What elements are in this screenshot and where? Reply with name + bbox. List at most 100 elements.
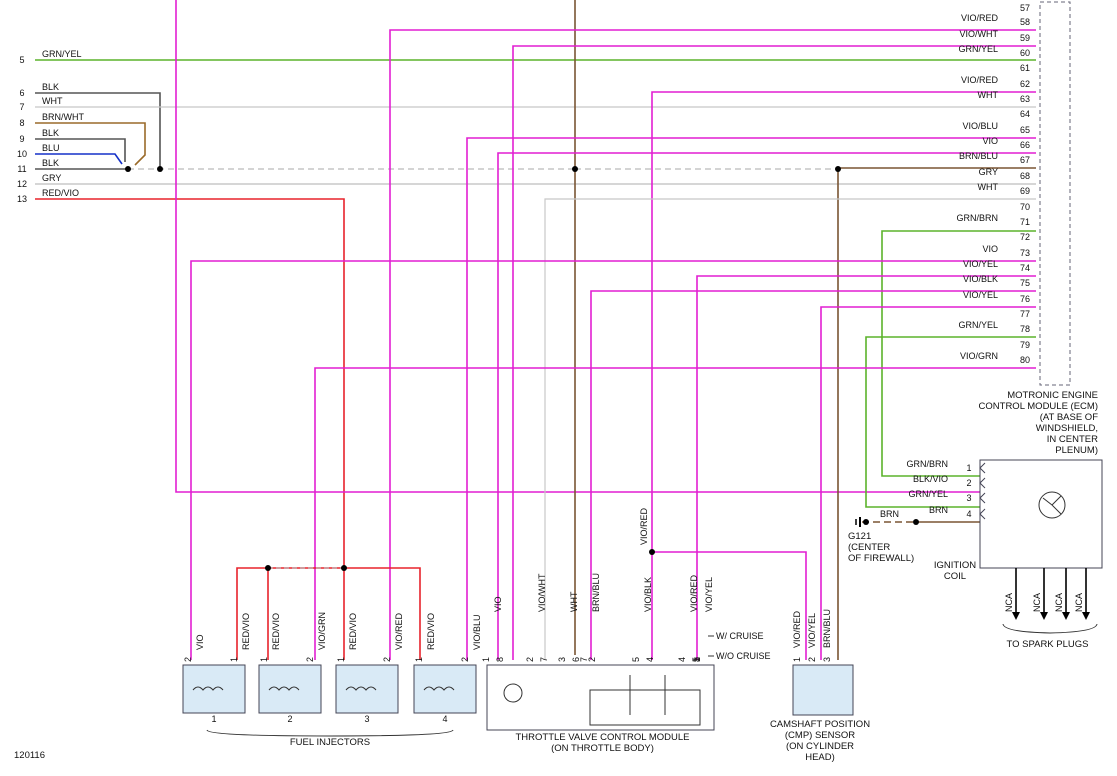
cmp-label: CAMSHAFT POSITION (CMP) SENSOR (ON CYLIN… bbox=[769, 719, 871, 763]
tvcm-pin-label: VIO/RED bbox=[689, 574, 699, 612]
tvcm-pin-number: 4 bbox=[677, 657, 687, 662]
ecm-pin-number: 62 bbox=[1020, 79, 1030, 89]
injector-coil-icon bbox=[423, 686, 455, 691]
ecm-pin-number: 73 bbox=[1020, 248, 1030, 258]
ecm-wire-label: VIO/BLK bbox=[963, 274, 998, 284]
injector-pin-number: 1 bbox=[414, 657, 424, 662]
transistor-icon bbox=[1038, 491, 1066, 519]
ecm-wire-label: WHT bbox=[978, 182, 999, 192]
splice-6 bbox=[157, 166, 163, 172]
cruise-label: W/O CRUISE bbox=[716, 651, 771, 661]
wire-vio-66 bbox=[497, 152, 1036, 660]
left-wire-label: BLU bbox=[42, 143, 60, 153]
tvcm-pin-number: 8 bbox=[495, 657, 505, 662]
spark-plug-arrow-icon bbox=[1082, 612, 1090, 620]
injector-pin-label: VIO/GRN bbox=[317, 612, 327, 650]
ground-splice bbox=[913, 519, 919, 525]
left-wire-label: GRY bbox=[42, 173, 61, 183]
coil-pin-number: 1 bbox=[966, 463, 971, 473]
ecm-wire-label: GRN/YEL bbox=[958, 320, 998, 330]
ecm-pin-number: 69 bbox=[1020, 186, 1030, 196]
wire-vio-blu-65 bbox=[466, 137, 1036, 660]
tvcm-pin-label: WHT bbox=[569, 591, 579, 612]
tvcm-pin-number: 2 bbox=[525, 657, 535, 662]
motor-icon bbox=[503, 683, 523, 703]
tvcm-pin-label: VIO/YEL bbox=[704, 577, 714, 612]
left-wire-label: BRN/WHT bbox=[42, 112, 84, 122]
nca-label: NCA bbox=[1054, 593, 1064, 612]
left-wire-label: BLK bbox=[42, 128, 59, 138]
ecm-pin-number: 57 bbox=[1020, 3, 1030, 13]
wire-vio-red-62 bbox=[651, 91, 1036, 660]
injector-pin-label: RED/VIO bbox=[271, 613, 281, 650]
coil-pin-arrow bbox=[979, 508, 986, 520]
tvcm-pin-label: BRN/BLU bbox=[591, 573, 601, 612]
tvcm-pot-frame bbox=[589, 689, 701, 726]
left-pin-number: 6 bbox=[19, 88, 24, 98]
labels-group: 5758VIO/RED59VIO/WHT60GRN/YEL6162VIO/RED… bbox=[17, 3, 1084, 724]
injector-pin-number: 1 bbox=[336, 657, 346, 662]
ecm-wire-label: VIO/RED bbox=[961, 75, 999, 85]
ecm-pin-number: 66 bbox=[1020, 140, 1030, 150]
wire-grn-brn-71 bbox=[881, 230, 1036, 477]
coil-pin-arrow bbox=[979, 477, 986, 489]
ecm-pin-number: 59 bbox=[1020, 33, 1030, 43]
injector-pin-label: RED/VIO bbox=[241, 613, 251, 650]
spark-plugs-label: TO SPARK PLUGS bbox=[1006, 639, 1089, 650]
injector-pin-number: 1 bbox=[229, 657, 239, 662]
ecm-pin-number: 75 bbox=[1020, 278, 1030, 288]
ecm-wire-label: VIO/WHT bbox=[960, 29, 999, 39]
injector-pin-number: 1 bbox=[259, 657, 269, 662]
injector-brace bbox=[206, 729, 454, 737]
ecm-wire-label: GRN/BRN bbox=[956, 213, 998, 223]
injector-pin-label: VIO bbox=[195, 634, 205, 650]
ground-wire-label: BRN bbox=[880, 509, 899, 519]
spark-plug-brace bbox=[1002, 623, 1098, 634]
splice-11 bbox=[125, 166, 131, 172]
wire-blk-9 bbox=[35, 138, 126, 162]
left-wire-label: BLK bbox=[42, 82, 59, 92]
ecm-pin-number: 63 bbox=[1020, 94, 1030, 104]
injector-number: 2 bbox=[287, 714, 292, 724]
cmp-pin-label: VIO/RED bbox=[792, 610, 802, 648]
ecm-wire-label: GRN/YEL bbox=[958, 44, 998, 54]
wire-vio-yel-74 bbox=[696, 275, 1036, 660]
splice-67 bbox=[835, 166, 841, 172]
tvcm-pin-number: 8 bbox=[692, 657, 702, 662]
figure-id: 120116 bbox=[14, 750, 45, 761]
cmp-pin-number: 1 bbox=[792, 657, 802, 662]
injector-pin-label: VIO/RED bbox=[394, 612, 404, 650]
ecm-pin-number: 72 bbox=[1020, 232, 1030, 242]
ground-label: G121 (CENTER OF FIREWALL) bbox=[848, 531, 915, 564]
ecm-pin-number: 65 bbox=[1020, 125, 1030, 135]
ecm-wire-label: WHT bbox=[978, 90, 999, 100]
nca-label: NCA bbox=[1004, 593, 1014, 612]
injector-pin-number: 2 bbox=[305, 657, 315, 662]
tvcm-pin-number: 5 bbox=[691, 657, 701, 662]
ecm-wire-label: VIO/GRN bbox=[960, 351, 998, 361]
ecm-wire-label: VIO bbox=[982, 136, 998, 146]
coil-pin-number: 3 bbox=[966, 493, 971, 503]
injector-number: 4 bbox=[442, 714, 447, 724]
wire-grn-yel-78 bbox=[865, 336, 1036, 508]
potentiometer-icon bbox=[629, 675, 666, 715]
left-wire-label: BLK bbox=[42, 158, 59, 168]
tvcm-pin-number: 6 bbox=[571, 657, 581, 662]
nca-label: NCA bbox=[1074, 593, 1084, 612]
wire-vio-blk-coil-2 bbox=[175, 0, 1036, 493]
injector-pin-number: 2 bbox=[460, 657, 470, 662]
cruise-label: W/ CRUISE bbox=[716, 631, 764, 641]
ecm-wire-label: GRY bbox=[979, 167, 998, 177]
ecm-label: MOTRONIC ENGINE CONTROL MODULE (ECM) (AT… bbox=[978, 390, 1098, 456]
splice-vio-red bbox=[649, 549, 655, 555]
cmp-pin-label: BRN/BLU bbox=[822, 609, 832, 648]
left-pin-number: 13 bbox=[17, 194, 27, 204]
ecm-pin-number: 60 bbox=[1020, 48, 1030, 58]
tvcm-pin-label: VIO/BLK bbox=[643, 577, 653, 612]
injector-pin-label: VIO/BLU bbox=[472, 614, 482, 650]
left-wire-label: RED/VIO bbox=[42, 188, 79, 198]
wire-blu-10 bbox=[35, 153, 123, 165]
injector-pin-number: 2 bbox=[382, 657, 392, 662]
